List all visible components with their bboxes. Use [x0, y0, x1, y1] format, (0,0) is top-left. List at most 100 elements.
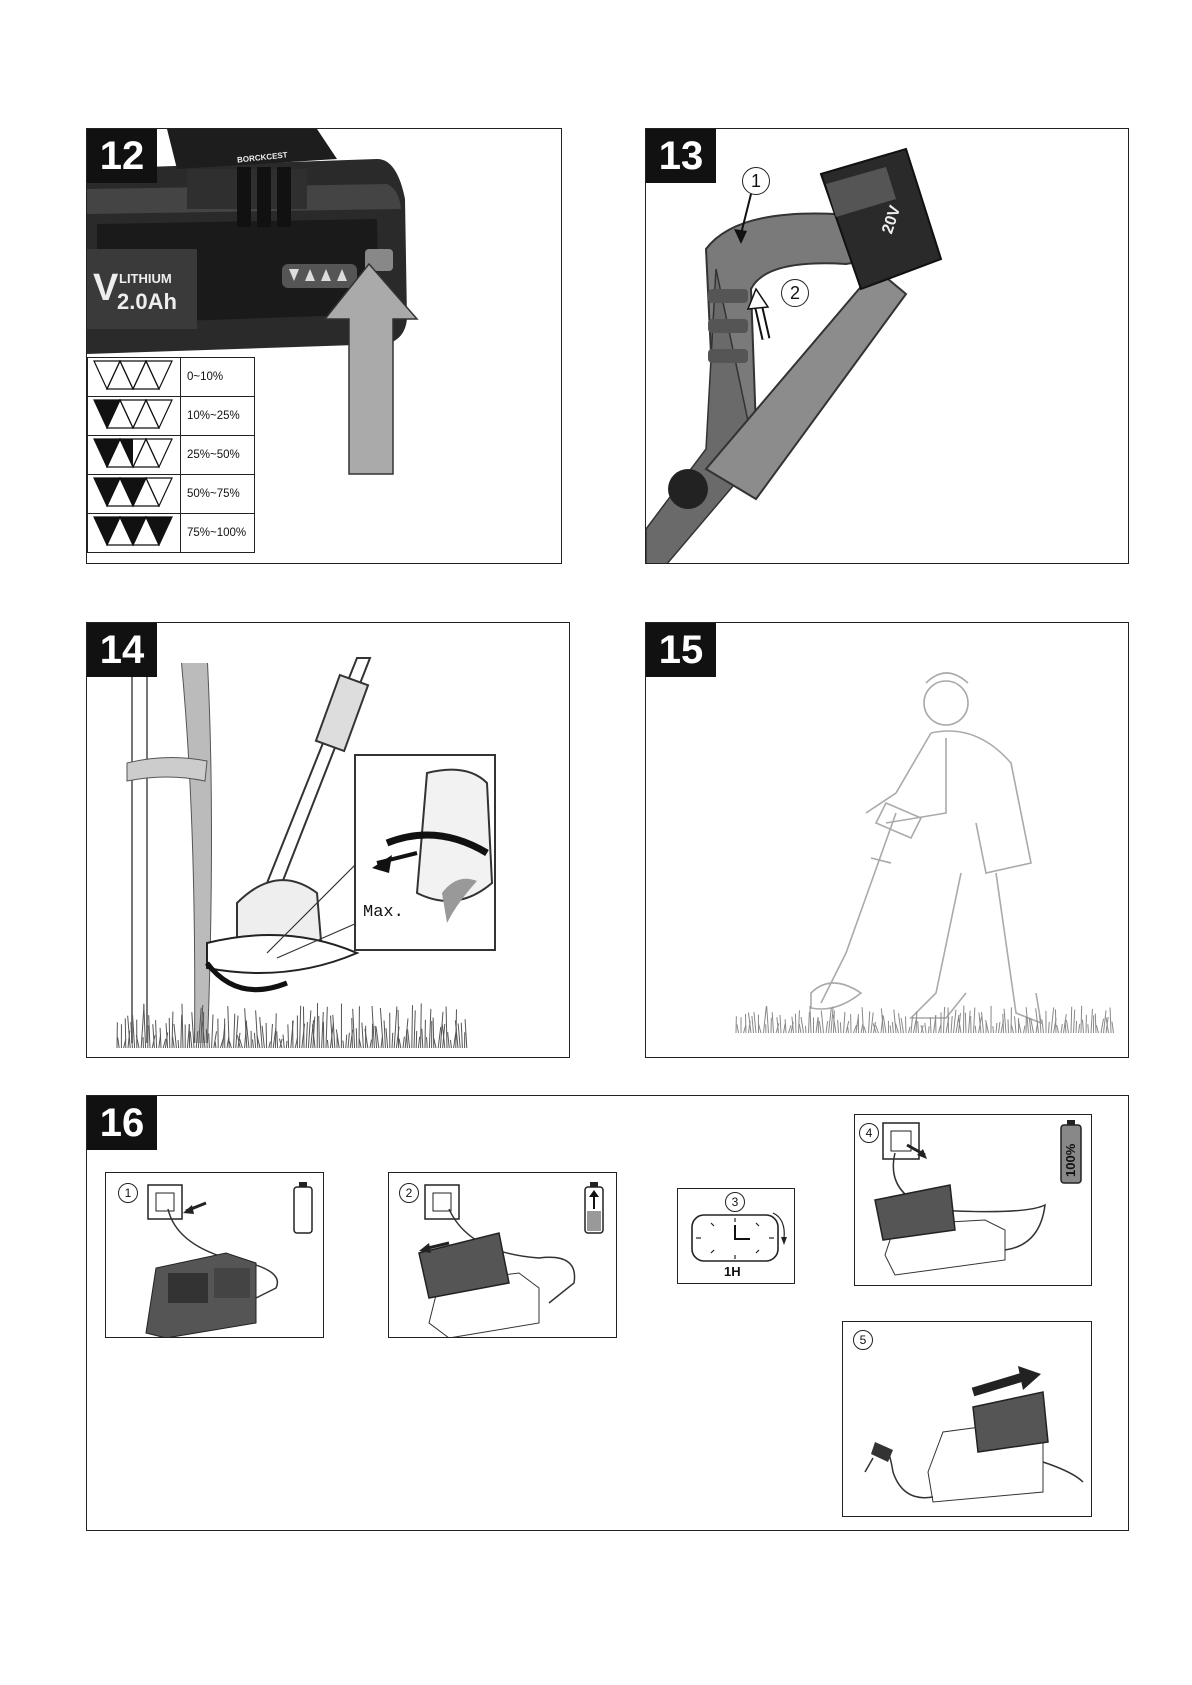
grass-blade	[234, 1014, 235, 1048]
grass-blade	[1096, 1025, 1098, 1033]
charging-step-5: 5	[842, 1321, 1092, 1517]
grass-blade	[308, 1011, 310, 1048]
grass-blade	[327, 1040, 328, 1048]
grass-blade	[215, 1042, 216, 1048]
grass-blade	[394, 1007, 397, 1048]
operator-trimming-illustration	[646, 623, 1129, 1058]
charge-level-range: 50%~75%	[181, 475, 255, 514]
full-charge-label: 100%	[1063, 1144, 1078, 1177]
grass-blade	[370, 1040, 371, 1048]
grass-blade	[871, 1012, 873, 1033]
level-triangle	[94, 478, 120, 506]
level-triangle	[94, 361, 120, 389]
grass-blade	[799, 1010, 800, 1033]
grass-blade	[1088, 1024, 1089, 1033]
grass-blade	[260, 1017, 262, 1048]
grass-blade	[993, 1026, 994, 1033]
level-triangle	[120, 439, 146, 467]
figure-14-panel: 14 Max.	[86, 622, 570, 1058]
grass-blade	[322, 1012, 324, 1048]
grass-blade	[461, 1023, 462, 1048]
grass-blade	[118, 1037, 120, 1048]
grass-blade	[869, 1011, 870, 1033]
grass-blade	[784, 1024, 786, 1033]
grass-blade	[156, 1020, 157, 1048]
grass-blade	[819, 1021, 821, 1033]
grass-blade	[253, 1039, 254, 1048]
charging-step-4: 4 100%	[854, 1114, 1092, 1286]
figure-16-panel: 16 1	[86, 1095, 1129, 1531]
grass-blade	[1071, 1007, 1072, 1033]
grass-blade	[212, 1015, 213, 1048]
grass-blade	[343, 1041, 344, 1048]
level-triangle	[94, 517, 120, 545]
grass-blade	[1011, 1025, 1013, 1033]
grass-blade	[286, 1041, 287, 1048]
grass-blade	[209, 1033, 210, 1048]
fully-charged-illustration	[855, 1115, 1092, 1286]
step-marker: 4	[859, 1123, 879, 1143]
grass-blade	[451, 1040, 452, 1048]
grass-blade	[754, 1012, 756, 1033]
grass-blade	[125, 1018, 126, 1048]
level-triangle	[120, 400, 146, 428]
grass-blade	[795, 1014, 796, 1033]
grass-blade	[256, 1010, 258, 1048]
grass-blade	[982, 1012, 984, 1033]
step-marker: 2	[399, 1183, 419, 1203]
level-triangle	[146, 400, 172, 428]
grass-blade	[905, 1016, 906, 1033]
charging-step-2: 2	[388, 1172, 617, 1338]
charge-level-row: 10%~25%	[88, 397, 255, 436]
grass-blade	[969, 1010, 971, 1033]
grass-blade	[288, 1024, 289, 1048]
charge-level-row: 50%~75%	[88, 475, 255, 514]
grass-blade	[300, 1006, 301, 1048]
callout-2: 2	[781, 279, 809, 307]
level-triangle	[146, 478, 172, 506]
grass-blade	[780, 1015, 781, 1033]
grass-blade	[844, 1012, 845, 1033]
charge-level-indicator	[88, 514, 181, 553]
triangle-indicator-icon	[92, 398, 176, 430]
callout-1: 1	[742, 167, 770, 195]
grass-blade	[458, 1023, 460, 1048]
charge-time-label: 1H	[724, 1264, 741, 1279]
grass-blade	[182, 1004, 183, 1048]
grass-blade	[1024, 1026, 1025, 1033]
step-marker: 3	[725, 1192, 745, 1212]
grass-blade	[954, 1010, 956, 1033]
charge-level-range: 25%~50%	[181, 436, 255, 475]
trimming-near-tree-illustration	[87, 623, 570, 1058]
triangle-indicator-icon	[92, 515, 176, 547]
grass-blade	[925, 1023, 926, 1033]
battery-v-mark: V	[93, 267, 118, 310]
grass-blade	[144, 1004, 146, 1048]
step-marker: 1	[118, 1183, 138, 1203]
grass-blade	[737, 1024, 739, 1033]
grass-blade	[975, 1026, 976, 1033]
grass-blade	[840, 1022, 841, 1033]
figure-13-panel: 13 1 2 20V	[645, 128, 1129, 564]
grass-blade	[752, 1016, 754, 1033]
grass-blade	[412, 1005, 413, 1048]
grass-blade	[174, 1024, 176, 1048]
battery-on-charger-illustration	[389, 1173, 617, 1338]
grass-blade	[1074, 1010, 1075, 1033]
level-triangle	[146, 361, 172, 389]
charge-level-range: 10%~25%	[181, 397, 255, 436]
grass-blade	[929, 1026, 930, 1033]
trimmer-handle-illustration	[646, 129, 1129, 564]
grass-blade	[448, 1032, 450, 1048]
level-triangle	[120, 517, 146, 545]
grass-blade	[916, 1011, 917, 1033]
charge-level-range: 75%~100%	[181, 514, 255, 553]
grass-blade	[416, 1031, 417, 1048]
level-triangle	[120, 361, 146, 389]
grass-blade	[930, 1017, 931, 1033]
battery-lithium-text: LITHIUM	[119, 271, 172, 286]
grass-blade	[789, 1025, 792, 1033]
grass-blade	[319, 1016, 320, 1048]
grass-blade	[1015, 1016, 1016, 1033]
level-triangle	[94, 400, 120, 428]
